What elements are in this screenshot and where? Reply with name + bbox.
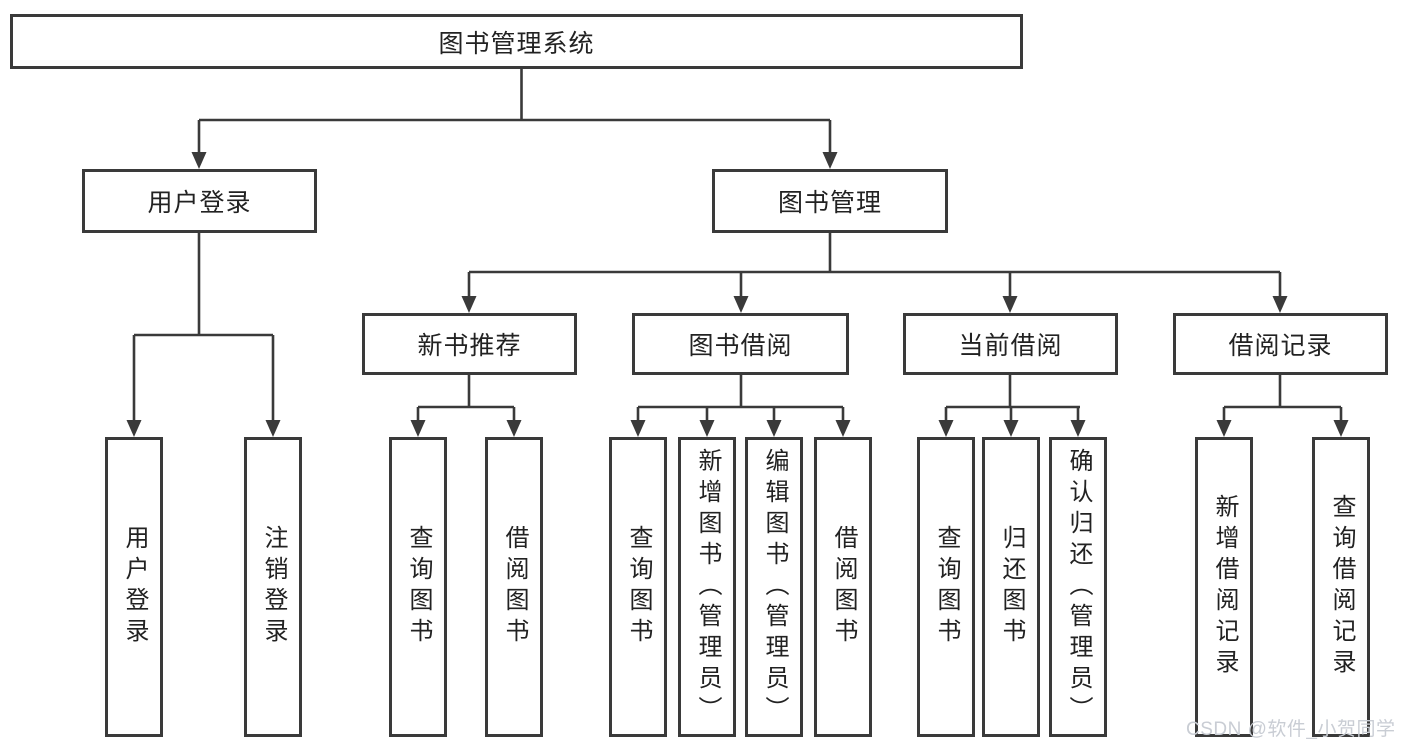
node-label: 新书推荐 — [417, 332, 522, 360]
arrowheads — [126, 152, 1349, 437]
node-book-borrowing: 图书借阅 — [632, 313, 849, 375]
node-new-book-recommend: 新书推荐 — [362, 313, 577, 375]
leaf-borrow-borrow-books: 借阅图书 — [814, 437, 872, 737]
node-user-login: 用户登录 — [82, 169, 317, 233]
node-label: 用户登录 — [147, 189, 252, 217]
leaf-borrow-query-books: 查询图书 — [609, 437, 667, 737]
leaf-newbooks-borrow-books: 借阅图书 — [485, 437, 543, 737]
leaf-label: 查询图书 — [625, 525, 652, 649]
node-borrowing-records: 借阅记录 — [1173, 313, 1388, 375]
node-label: 图书管理 — [777, 189, 882, 217]
leaf-logout: 注销登录 — [244, 437, 302, 737]
node-current-borrowing: 当前借阅 — [903, 313, 1118, 375]
watermark: CSDN @软件_小贺同学 — [1186, 719, 1396, 740]
node-label: 图书借阅 — [688, 332, 793, 360]
leaf-label: 归还图书 — [998, 525, 1025, 649]
node-book-management: 图书管理 — [712, 169, 948, 233]
leaf-label: 借阅图书 — [830, 525, 857, 649]
leaf-records-add-record: 新增借阅记录 — [1195, 437, 1253, 737]
leaf-user-login: 用户登录 — [105, 437, 163, 737]
leaf-label: 注销登录 — [260, 525, 287, 649]
node-library-management-system: 图书管理系统 — [10, 14, 1023, 69]
node-label: 图书管理系统 — [438, 29, 595, 58]
leaf-label: 查询图书 — [933, 525, 960, 649]
leaf-label: 查询图书 — [405, 525, 432, 649]
leaf-label: 新增图书（管理员） — [694, 447, 721, 727]
leaf-current-query-books: 查询图书 — [917, 437, 975, 737]
leaf-newbooks-query-books: 查询图书 — [389, 437, 447, 737]
leaf-label: 编辑图书（管理员） — [761, 447, 788, 727]
leaf-current-confirm-return-admin: 确认归还（管理员） — [1049, 437, 1107, 737]
leaf-records-query-record: 查询借阅记录 — [1312, 437, 1370, 737]
leaf-current-return-books: 归还图书 — [982, 437, 1040, 737]
leaf-borrow-add-books-admin: 新增图书（管理员） — [678, 437, 736, 737]
leaf-label: 确认归还（管理员） — [1065, 447, 1092, 727]
node-label: 当前借阅 — [958, 332, 1063, 360]
leaf-label: 用户登录 — [121, 525, 148, 649]
node-label: 借阅记录 — [1228, 332, 1333, 360]
leaf-borrow-edit-books-admin: 编辑图书（管理员） — [745, 437, 803, 737]
leaf-label: 借阅图书 — [501, 525, 528, 649]
connector-paths — [132, 69, 1343, 424]
leaf-label: 新增借阅记录 — [1211, 494, 1238, 680]
leaf-label: 查询借阅记录 — [1328, 494, 1355, 680]
